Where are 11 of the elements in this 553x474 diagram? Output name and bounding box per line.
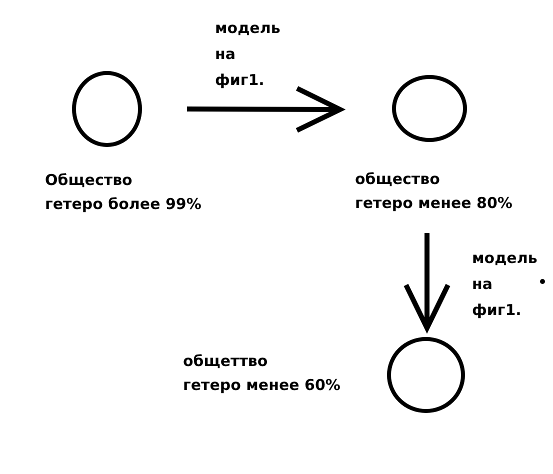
node-caption: Общество bbox=[45, 170, 132, 191]
edge-label: модель на фиг1. bbox=[215, 18, 280, 91]
circle-node bbox=[387, 337, 465, 413]
node-caption: гетеро менее 60% bbox=[183, 375, 340, 396]
node-caption: общество bbox=[355, 169, 440, 190]
node-caption: гетеро менее 80% bbox=[355, 193, 512, 214]
edge-label: модель на фиг1. bbox=[472, 248, 538, 321]
circle-node bbox=[392, 75, 467, 142]
circle-node bbox=[72, 71, 142, 147]
node-caption: общеттво bbox=[183, 351, 268, 372]
node-caption: гетеро более 99% bbox=[45, 194, 202, 215]
